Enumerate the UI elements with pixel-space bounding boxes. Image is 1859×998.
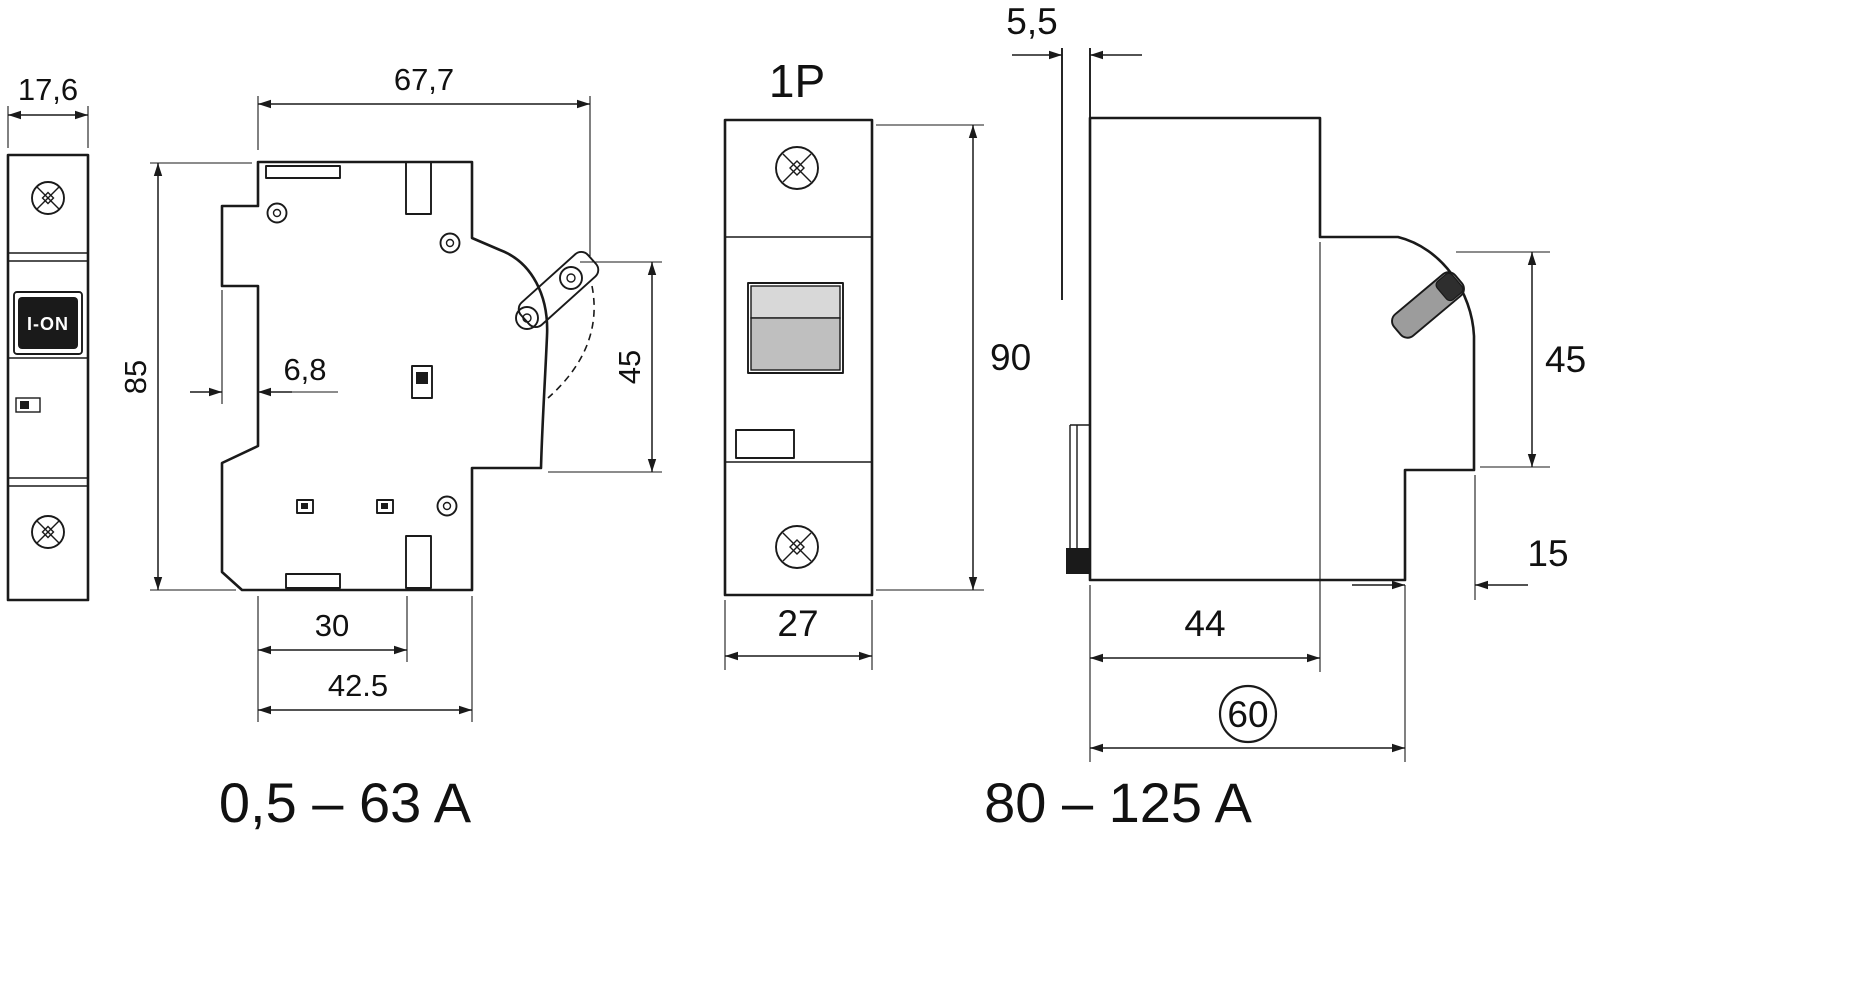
toggle-lever-hole [559, 266, 583, 290]
dimension-label-front-height: 45 [1545, 339, 1586, 380]
dimension-label-rear-gap: 5,5 [1006, 1, 1057, 42]
breaker-front-outline [723, 118, 874, 597]
dimension-label-bottom-total: 42.5 [328, 668, 388, 703]
din-rail-clip [1066, 424, 1090, 574]
phillips-screw-top [775, 146, 819, 190]
dimension-label-front-height: 45 [612, 350, 647, 384]
lock-detail-right [376, 499, 394, 514]
pole-title: 1P [769, 55, 825, 107]
toggle-front-face: I-ON [13, 291, 83, 355]
phillips-screw-top [31, 181, 65, 215]
bottom-terminal-slot [405, 535, 432, 589]
rivet-bottom [436, 495, 458, 517]
breaker-profile-outline [1088, 116, 1476, 582]
toggle-upper-band [750, 285, 841, 319]
dimension-label-rail-depth: 6,8 [283, 352, 326, 387]
dimension-label-height: 90 [990, 337, 1031, 378]
bottom-plate-detail [285, 573, 341, 589]
dimension-label-top-depth: 44 [1184, 603, 1225, 644]
toggle-black-block [18, 297, 78, 349]
breaker-body-outline [6, 153, 90, 602]
lever-tip [1435, 272, 1464, 302]
circled-dimension-bubble [1218, 684, 1278, 744]
dimension-label-total-depth: 60 [1227, 694, 1268, 735]
dimension-label-front-step: 15 [1527, 533, 1568, 574]
toggle-travel-arc [547, 285, 595, 399]
rating-caption-large: 80 – 125 A [984, 771, 1252, 834]
rating-caption-small: 0,5 – 63 A [219, 771, 472, 834]
toggle-lever [1391, 271, 1465, 339]
toggle-switch [747, 282, 844, 374]
top-plate-detail [265, 165, 341, 179]
top-terminal-slot [405, 161, 432, 215]
dimension-label-width: 17,6 [18, 72, 78, 107]
dimension-label-height: 85 [118, 360, 153, 394]
breaker-profile-outline [220, 160, 549, 592]
rivet-top-left [266, 202, 288, 224]
front-view-1p: 1P 90 [723, 55, 1031, 670]
latch-detail [15, 397, 41, 413]
indicator-window [735, 429, 795, 459]
lock-detail-left [296, 499, 314, 514]
toggle-lower-band [750, 317, 841, 371]
toggle-lever [517, 251, 600, 328]
clip-hook [1066, 548, 1090, 574]
side-view-large: 5,5 45 15 44 60 [984, 1, 1586, 834]
mid-latch-detail [411, 365, 433, 399]
phillips-screw-bottom [775, 525, 819, 569]
dimension-label-width: 27 [777, 603, 818, 644]
phillips-screw-bottom [31, 515, 65, 549]
side-view-small: 67,7 85 [118, 62, 662, 834]
dimension-label-top-width: 67,7 [394, 62, 454, 97]
front-view-small: 17,6 I-ON [6, 72, 90, 602]
switch-on-label: I-ON [27, 314, 69, 334]
rivet-top-right [439, 232, 461, 254]
dimension-label-bottom-inner: 30 [315, 608, 349, 643]
